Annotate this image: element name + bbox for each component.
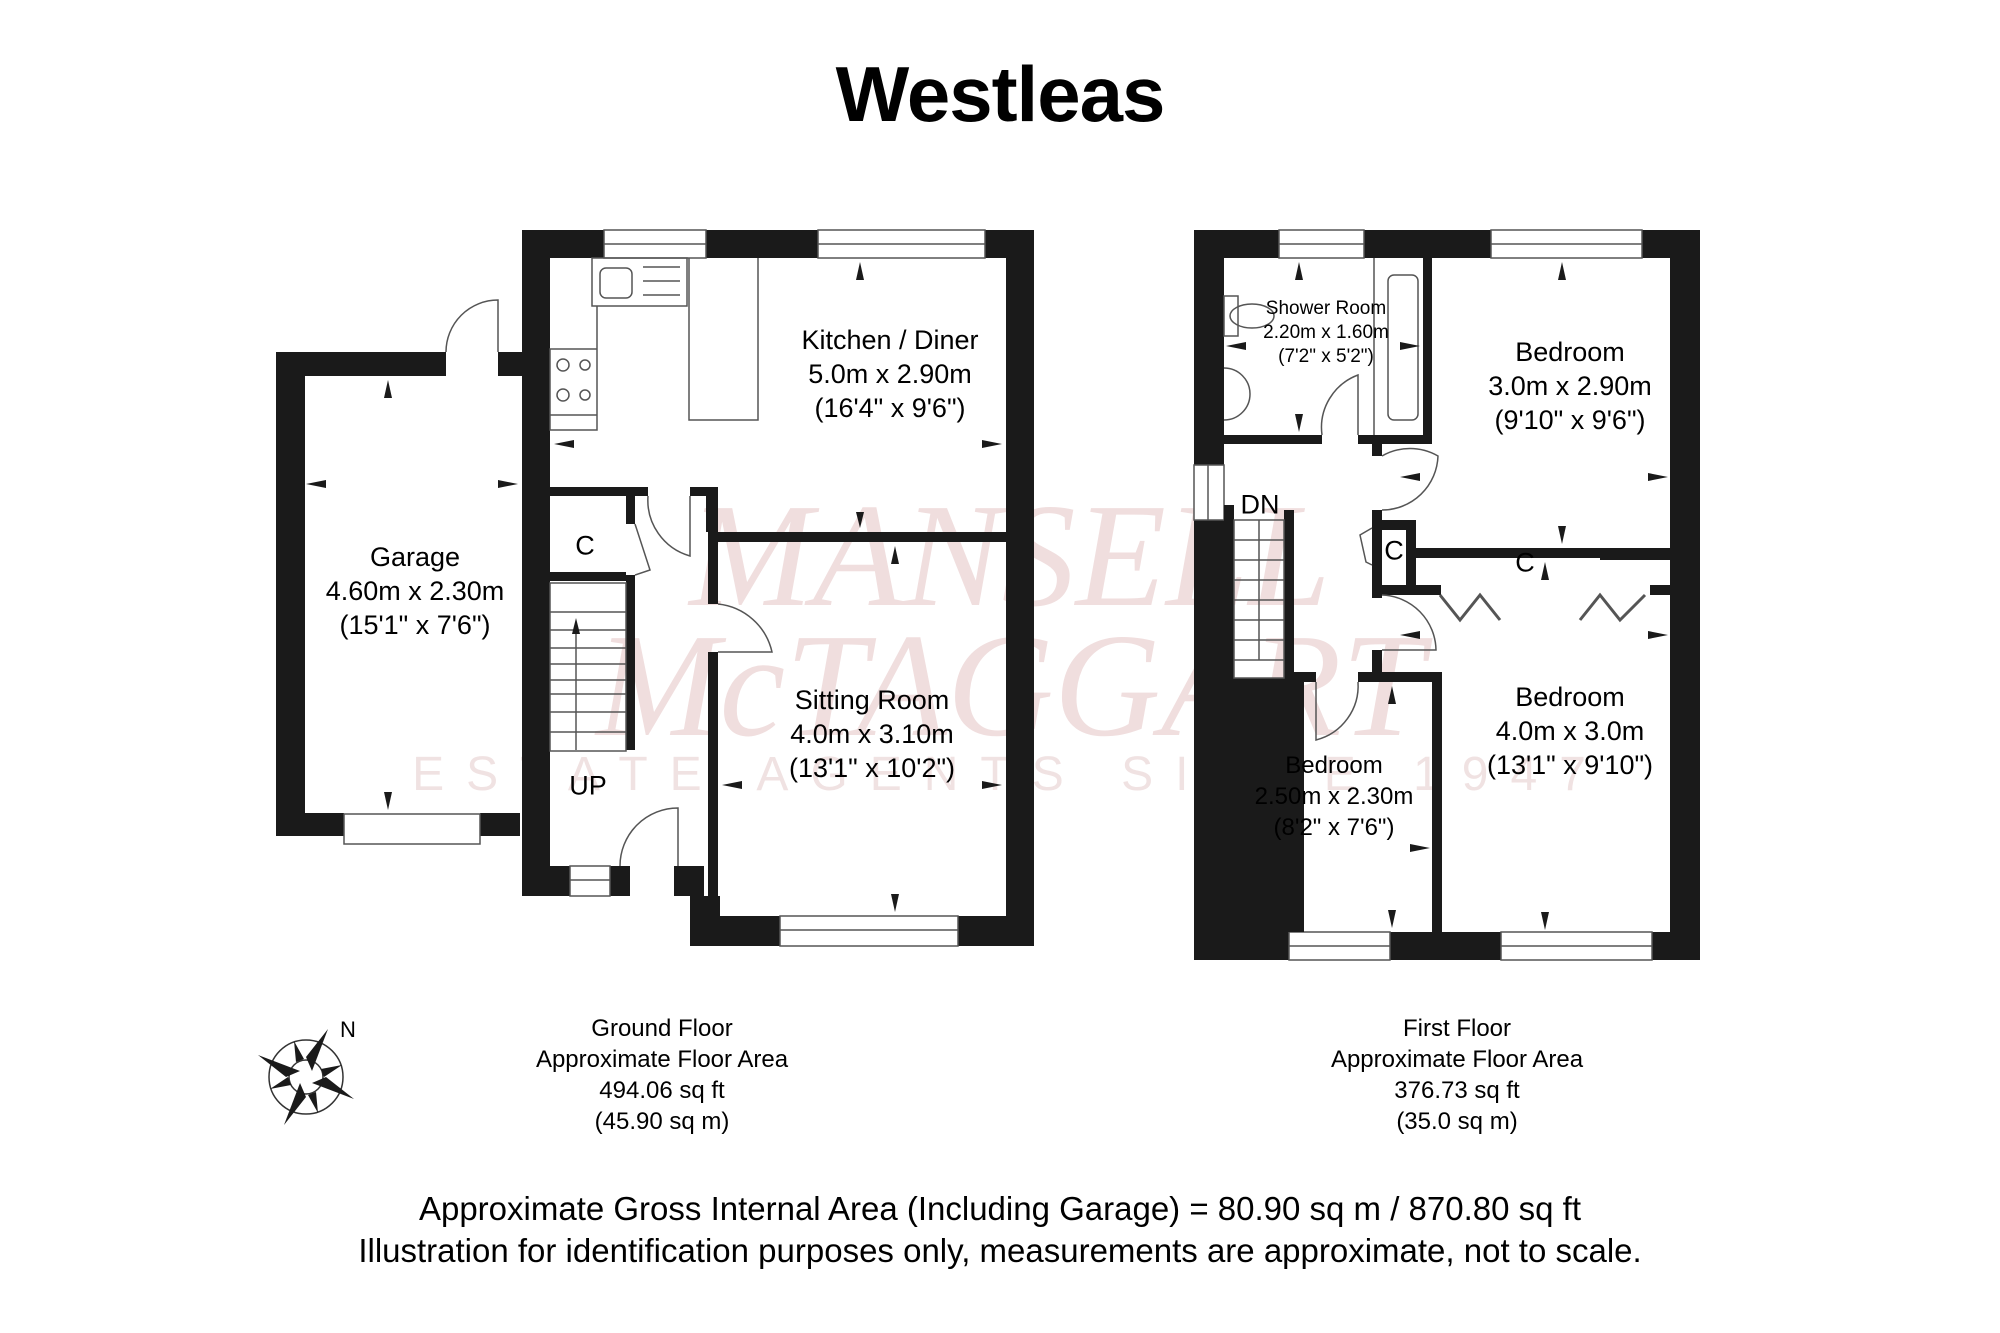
wall <box>1372 585 1432 595</box>
wall <box>706 487 718 532</box>
wall <box>706 230 818 258</box>
wall <box>1650 585 1670 595</box>
shower-fittings <box>1223 258 1419 435</box>
room-label-bedroom-2: Bedroom 4.0m x 3.0m (13'1" x 9'10") <box>1486 682 1654 780</box>
wall <box>1372 444 1382 456</box>
compass-north-label: N <box>340 1017 356 1042</box>
wall <box>626 496 635 524</box>
stairs-down-label: DN <box>1240 489 1280 520</box>
first-floor-plan <box>1193 229 1700 961</box>
wall <box>1006 230 1034 946</box>
wall <box>690 916 780 946</box>
wall <box>1284 510 1294 678</box>
wall <box>522 866 570 896</box>
wall <box>1390 932 1501 960</box>
wall <box>1423 258 1432 444</box>
wall <box>958 916 1034 946</box>
kitchen-units <box>549 257 759 431</box>
wall <box>1194 230 1224 960</box>
cupboard-label-wardrobe: C <box>1515 547 1535 578</box>
wall <box>1600 548 1670 560</box>
wall <box>1224 435 1322 444</box>
wall <box>1224 678 1304 932</box>
wall <box>276 352 446 376</box>
room-label-shower-room: Shower Room 2.20m x 1.60m (7'2" x 5'2") <box>1263 298 1389 367</box>
garage-door <box>343 813 481 845</box>
dimension-arrows <box>306 262 1668 930</box>
wall <box>1372 650 1382 680</box>
wall <box>626 575 635 750</box>
wall <box>1372 510 1382 598</box>
wall <box>1358 435 1432 444</box>
stairs-up-label: UP <box>569 770 607 801</box>
ground-floor-area-info: Ground Floor Approximate Floor Area 494.… <box>535 1015 789 1135</box>
wall <box>1670 230 1700 960</box>
wall <box>1372 520 1412 530</box>
wall <box>550 487 648 496</box>
property-title: Westleas <box>835 50 1166 138</box>
wall <box>522 230 550 896</box>
gross-internal-area: Approximate Gross Internal Area (Includi… <box>418 1190 1582 1227</box>
wall <box>1358 672 1440 682</box>
wall <box>550 572 626 581</box>
door-swing <box>445 299 499 353</box>
wall <box>1652 932 1700 960</box>
wall <box>276 352 305 836</box>
wall <box>1294 672 1316 682</box>
wall <box>522 230 604 258</box>
first-floor-area-info: First Floor Approximate Floor Area 376.7… <box>1330 1015 1584 1135</box>
wall <box>674 866 704 896</box>
ground-floor-plan <box>276 229 1034 947</box>
wall <box>1224 505 1234 678</box>
watermark-line3: ESTATE AGENTS SINCE 1947 <box>412 748 1608 801</box>
wall <box>1406 520 1416 595</box>
staircase-down <box>1233 519 1285 679</box>
room-label-bedroom-1: Bedroom 3.0m x 2.90m (9'10" x 9'6") <box>1488 337 1652 435</box>
disclaimer: Illustration for identification purposes… <box>358 1232 1642 1269</box>
cupboard-label-landing: C <box>1384 535 1404 566</box>
wall <box>480 813 520 836</box>
wall <box>708 652 718 896</box>
wall <box>276 813 344 836</box>
wall <box>1416 548 1670 558</box>
wall <box>610 866 630 896</box>
staircase-up <box>549 582 627 752</box>
wall <box>1364 230 1491 258</box>
cupboard-label: C <box>575 530 595 561</box>
wall <box>708 528 718 604</box>
wall <box>718 532 1008 542</box>
wall <box>1416 585 1441 595</box>
room-label-bedroom-3: Bedroom 2.50m x 2.30m (8'2" x 7'6") <box>1254 752 1414 841</box>
wall <box>1432 672 1442 932</box>
wall <box>690 487 718 496</box>
room-label-garage: Garage 4.60m x 2.30m (15'1" x 7'6") <box>325 542 505 640</box>
room-label-kitchen-diner: Kitchen / Diner 5.0m x 2.90m (16'4" x 9'… <box>801 325 979 423</box>
footer-notes: Approximate Gross Internal Area (Includi… <box>0 1188 2000 1272</box>
wall <box>1194 932 1289 960</box>
room-label-sitting-room: Sitting Room 4.0m x 3.10m (13'1" x 10'2"… <box>788 685 956 783</box>
wall <box>1194 230 1279 258</box>
compass-rose-icon <box>258 1029 354 1125</box>
